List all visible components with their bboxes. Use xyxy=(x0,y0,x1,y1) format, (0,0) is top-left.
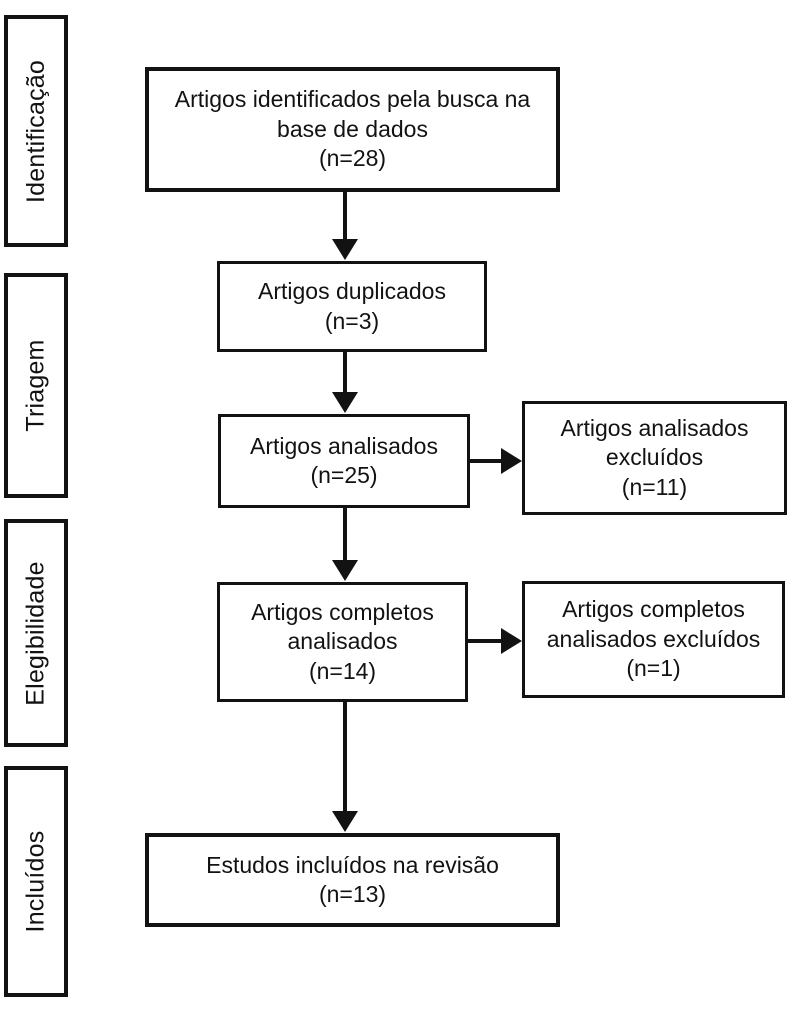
box-fulltext: Artigos completos analisados (n=14) xyxy=(217,582,468,702)
box-included-text: Estudos incluídos na revisão xyxy=(206,851,499,878)
stage-box-screening: Triagem xyxy=(4,273,68,498)
box-fulltext-count: (n=14) xyxy=(308,657,377,684)
stage-box-identification: Identificação xyxy=(4,15,68,247)
arrow-screened-to-excluded xyxy=(470,459,502,463)
stage-label-identification: Identificação xyxy=(21,59,50,203)
stage-box-eligibility: Elegibilidade xyxy=(4,519,68,747)
arrow-fulltext-to-excluded xyxy=(468,639,502,643)
arrow-fulltext-to-included xyxy=(343,702,347,812)
box-included-count: (n=13) xyxy=(318,881,387,907)
box-fulltext-excluded: Artigos completos analisados excluídos (… xyxy=(522,581,785,698)
stage-label-included: Incluídos xyxy=(21,830,50,933)
arrow-screened-to-fulltext xyxy=(343,508,347,561)
box-duplicates: Artigos duplicados (n=3) xyxy=(217,261,487,352)
box-screened-count: (n=25) xyxy=(310,462,378,488)
box-screened-excluded: Artigos analisados excluídos (n=11) xyxy=(522,401,787,515)
stage-label-eligibility: Elegibilidade xyxy=(21,560,50,706)
stage-box-included: Incluídos xyxy=(4,766,68,997)
box-screened: Artigos analisados (n=25) xyxy=(218,414,470,508)
box-screened-text: Artigos analisados xyxy=(250,432,438,459)
box-identified-count: (n=28) xyxy=(318,145,387,172)
box-fulltext-excluded-count: (n=1) xyxy=(626,655,681,682)
stage-label-screening: Triagem xyxy=(21,339,50,432)
box-fulltext-excluded-text: Artigos completos analisados excluídos xyxy=(546,596,761,652)
box-identified-text: Artigos identificados pela busca na base… xyxy=(174,86,531,142)
box-fulltext-text: Artigos completos analisados xyxy=(251,598,434,655)
arrow-duplicates-to-screened xyxy=(343,352,347,393)
arrow-identified-to-duplicates xyxy=(343,192,347,240)
box-duplicates-count: (n=3) xyxy=(324,307,380,334)
box-identified: Artigos identificados pela busca na base… xyxy=(145,67,560,192)
box-screened-excluded-text: Artigos analisados excluídos xyxy=(560,414,749,471)
box-screened-excluded-count: (n=11) xyxy=(621,473,688,500)
box-duplicates-text: Artigos duplicados xyxy=(258,278,446,305)
box-included: Estudos incluídos na revisão (n=13) xyxy=(145,833,560,927)
